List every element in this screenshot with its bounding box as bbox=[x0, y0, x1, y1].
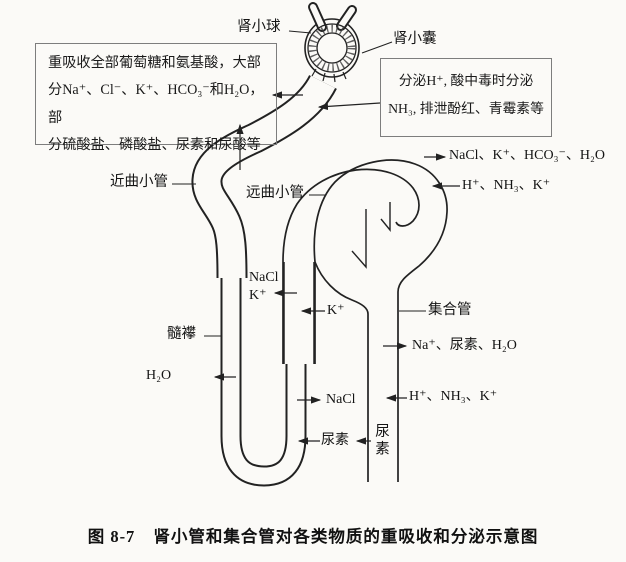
distal-and-collecting-duct-walls bbox=[282, 159, 448, 482]
water-out-label: H₂O bbox=[146, 368, 172, 383]
flow-chevron-right bbox=[380, 202, 391, 232]
secretion-line-2: NH₃, 排泄酚红、青霉素等 bbox=[388, 100, 544, 116]
flow-chevron-left bbox=[351, 209, 367, 269]
urea-loop-label: 尿素 bbox=[321, 433, 349, 448]
caption-number: 图 8-7 bbox=[87, 527, 136, 546]
reabsorption-line-2: 分Na⁺、Cl⁻、K⁺、HCO₃⁻和H₂O，部 bbox=[48, 82, 264, 126]
figure-caption: 图 8-7 肾小管和集合管对各类物质的重吸收和分泌示意图 bbox=[0, 523, 626, 547]
leader-capsule bbox=[361, 41, 393, 54]
leader-lines bbox=[172, 30, 426, 337]
bowman-capsule-label: 肾小囊 bbox=[393, 31, 437, 47]
secretion-line-1: 分泌H⁺, 酸中毒时分泌 bbox=[398, 73, 534, 88]
caption-title: 肾小管和集合管对各类物质的重吸收和分泌示意图 bbox=[153, 527, 539, 546]
distal-out-label: NaCl、K⁺、HCO₃⁻、H₂O bbox=[449, 148, 605, 163]
leader-glomerulus bbox=[288, 30, 312, 34]
arrow-secretion-top bbox=[317, 102, 381, 111]
secretion-box: 分泌H⁺, 酸中毒时分泌 NH₃, 排泄酚红、青霉素等 bbox=[380, 58, 552, 137]
thick-ascending-k-label: K⁺ bbox=[249, 288, 267, 303]
tubule-lumens bbox=[193, 75, 336, 485]
distal-in-label: H⁺、NH₃、K⁺ bbox=[462, 178, 551, 193]
thick-ascending-nacl-label: NaCl bbox=[249, 270, 279, 285]
distal-tubule-label: 远曲小管 bbox=[246, 185, 304, 201]
collecting-duct-label: 集合管 bbox=[428, 302, 472, 318]
reabsorption-line-3: 分硫酸盐、磷酸盐、尿素和尿酸等 bbox=[48, 136, 261, 153]
proximal-tubule-label: 近曲小管 bbox=[110, 174, 168, 190]
urea-duct-label: 尿素 bbox=[372, 423, 389, 458]
duct-in-label: H⁺、NH₃、K⁺ bbox=[409, 389, 498, 404]
medullary-loop-label: 髓襻 bbox=[167, 326, 196, 342]
transport-arrows bbox=[213, 91, 460, 445]
glomerulus-label: 肾小球 bbox=[237, 19, 281, 35]
nacl-loop-label: NaCl bbox=[326, 392, 356, 407]
capsule-ticks bbox=[311, 68, 347, 83]
duct-out-label: Na⁺、尿素、H₂O bbox=[412, 338, 517, 353]
reabsorption-line-1: 重吸收全部葡萄糖和氨基酸，大部 bbox=[48, 55, 261, 71]
k-secretion-label: K⁺ bbox=[327, 303, 345, 318]
reabsorption-box: 重吸收全部葡萄糖和氨基酸，大部 分Na⁺、Cl⁻、K⁺、HCO₃⁻和H₂O，部 … bbox=[35, 43, 277, 153]
glomerulus-tuft bbox=[307, 4, 357, 83]
